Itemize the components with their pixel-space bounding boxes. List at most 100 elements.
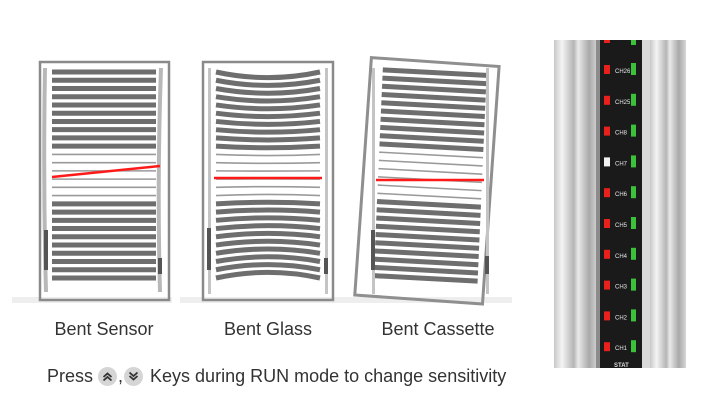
bent-sensor-slats [52,69,156,281]
slat [215,193,321,197]
slat [377,184,482,192]
channel-label: CH25 [615,100,631,106]
status-led [604,126,610,136]
slat [215,161,321,165]
status-led [604,342,610,352]
status-led [631,278,636,291]
slat [215,254,321,264]
status-led [631,247,636,260]
slat [381,92,486,103]
channel-label: CH4 [615,254,628,260]
channel-label: CH7 [615,161,628,167]
status-led [604,280,610,290]
status-led [631,63,636,75]
status-led [631,340,636,353]
slat [375,240,480,251]
caption-bent-cassette: Bent Cassette [381,319,495,339]
bent-glass-receiver [324,68,328,294]
status-led [604,95,610,105]
slat [215,143,321,151]
slat [215,153,321,157]
slat [215,223,321,232]
slat [215,269,321,281]
double-chevron-down-icon [124,367,144,386]
caption-bent-glass: Bent Glass [223,319,313,339]
slat [375,231,480,243]
channel-label: CH5 [615,223,628,229]
status-led [604,249,610,259]
slat [215,262,321,273]
slat [215,246,321,256]
channel-label: CH1 [615,346,628,352]
slat [378,159,483,167]
slat [215,185,321,189]
slat [373,273,478,284]
channel-label: CH26 [615,69,631,75]
slat [374,264,479,276]
status-led [631,124,636,137]
slat [215,238,321,248]
slat [376,207,481,218]
bent-sensor-emitter [42,67,48,293]
slat [374,248,479,259]
bent-cassette-emitter [371,68,375,294]
bent-sensor-panel [12,60,172,303]
slat [376,215,481,227]
status-led [604,65,610,74]
slat [215,86,321,96]
slat [382,67,487,78]
slat [378,167,483,175]
status-label: STAT [614,363,629,369]
status-led [631,186,636,199]
slat [374,256,479,268]
slat [381,100,486,111]
slat [380,108,485,120]
channel-label: CH3 [615,285,628,291]
slat [215,102,321,112]
bent-sensor-receiver [156,67,163,293]
channel-label: CH6 [615,192,628,198]
slat [379,151,484,159]
slat [215,127,321,135]
slat [380,124,485,136]
slat [215,199,321,207]
slat [377,192,482,200]
instruction-text: Press , Keys during RUN mode to change s… [47,366,506,387]
slat [381,83,487,95]
status-led [631,93,636,106]
slat [215,118,321,127]
slat [215,207,321,215]
bent-cassette-panel [346,56,512,306]
instruction-comma: , [118,366,124,386]
status-led [604,219,610,228]
status-led [631,309,636,322]
status-led [604,188,610,198]
slat [215,77,321,88]
bent-glass-panel [180,60,350,303]
bent-glass-slats [215,69,321,281]
slat [379,141,484,152]
caption-bent-sensor: Bent Sensor [54,319,154,339]
status-led [604,40,610,43]
slat [215,94,321,104]
bent-cassette-receiver [485,68,489,294]
status-led [631,217,636,229]
channel-label: CH8 [615,131,628,137]
slat [380,116,485,128]
status-led [631,40,636,45]
light-beam-line [51,164,161,179]
status-led [604,311,610,321]
status-led [631,155,636,168]
instruction-press: Press [47,366,94,386]
bent-glass-emitter [207,68,211,294]
slat [382,75,487,87]
slat [215,135,321,143]
slat [215,69,321,81]
instruction-rest: Keys during RUN mode to change sensitivi… [150,366,507,386]
slat [215,215,321,223]
bent-cassette-slats [373,67,487,284]
status-led [604,157,610,167]
